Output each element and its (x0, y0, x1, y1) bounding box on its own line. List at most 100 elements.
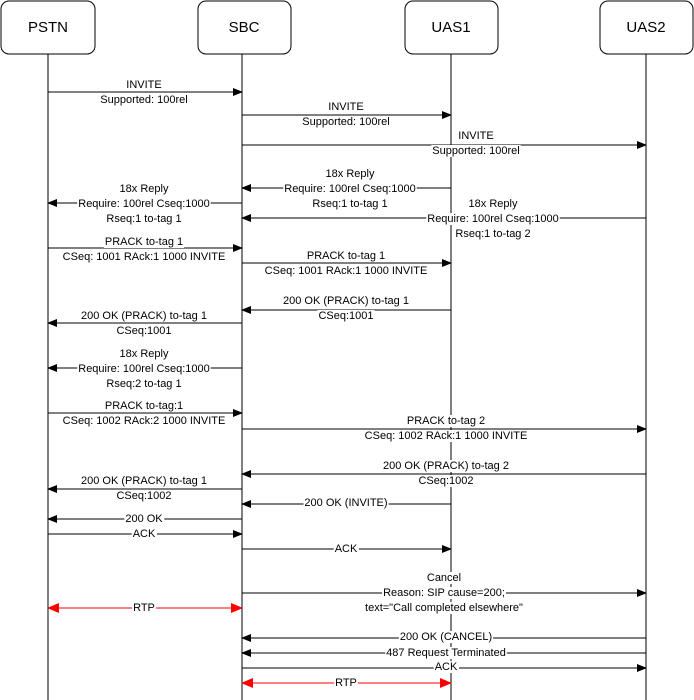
message-label: Rseq:1 to-tag 1 (106, 213, 181, 225)
message-label: CSeq: 1002 RAck:2 1000 INVITE (63, 415, 226, 427)
participant-uas2: UAS2 (599, 0, 694, 55)
message-label: text="Call completed elsewhere" (365, 602, 523, 614)
label-background (105, 378, 183, 390)
participant-uas1-label: UAS1 (431, 19, 470, 36)
message-label: CSeq:1002 (116, 490, 171, 502)
label-background (77, 198, 211, 210)
message-label: CSeq: 1002 RAck:1 1000 INVITE (365, 430, 528, 442)
message-label: CSeq: 1001 RAck:1 1000 INVITE (265, 265, 428, 277)
label-background (115, 490, 173, 502)
message-25: RTP (241, 677, 452, 689)
message-label: Reason: SIP cause=200; (383, 587, 505, 599)
label-background (77, 363, 211, 375)
label-background (311, 198, 389, 210)
label-background (61, 251, 227, 263)
label-background (333, 543, 359, 555)
label-background (103, 236, 185, 248)
label-background (317, 310, 375, 322)
message-label: 18x Reply (469, 198, 518, 210)
label-background (305, 250, 387, 262)
message-label: INVITE (126, 79, 161, 91)
label-background (99, 94, 189, 106)
label-background (324, 168, 376, 180)
message-label: RTP (335, 677, 357, 689)
participant-pstn-label: PSTN (28, 19, 68, 36)
label-background (263, 265, 429, 277)
participant-uas1: UAS1 (404, 0, 499, 55)
message-16: 200 OK (INVITE) (241, 497, 451, 509)
label-background (382, 587, 506, 599)
participant-pstn: PSTN (0, 0, 96, 55)
message-10: 200 OK (PRACK) to-tag 1 CSeq:1001 (47, 310, 242, 337)
label-background (303, 497, 389, 509)
message-label: PRACK to-tag:1 (105, 400, 183, 412)
label-background (301, 116, 391, 128)
label-background (282, 295, 410, 307)
label-background (405, 415, 487, 427)
label-background (334, 677, 358, 689)
message-label: Cancel (427, 572, 461, 584)
message-label: Require: 100rel Cseq:1000 (78, 198, 209, 210)
message-label: Rseq:1 to-tag 2 (455, 228, 530, 240)
participant-sbc-label: SBC (229, 19, 260, 36)
message-22: 200 OK (CANCEL) (241, 631, 646, 643)
label-background (417, 475, 475, 487)
message-label: RTP (133, 602, 155, 614)
message-label: 200 OK (PRACK) to-tag 1 (81, 310, 207, 322)
label-background (327, 101, 365, 113)
message-label: CSeq:1002 (418, 475, 473, 487)
label-background (132, 602, 156, 614)
message-label: 18x Reply (326, 168, 375, 180)
label-background (433, 661, 459, 673)
label-background (467, 198, 519, 210)
message-label: 200 OK (CANCEL) (400, 631, 492, 643)
label-background (382, 460, 510, 472)
label-background (363, 430, 529, 442)
message-19: ACK (242, 543, 452, 555)
message-17: 200 OK (47, 513, 242, 525)
label-background (431, 145, 521, 157)
message-label: PRACK to-tag 1 (105, 236, 183, 248)
message-label: ACK (335, 543, 358, 555)
message-label: PRACK to-tag 2 (407, 415, 485, 427)
label-background (115, 325, 173, 337)
message-label: ACK (133, 528, 156, 540)
label-background (364, 602, 525, 614)
participant-uas2-label: UAS2 (626, 19, 665, 36)
message-label: Require: 100rel Cseq:1000 (78, 363, 209, 375)
message-1: INVITE Supported: 100rel (48, 79, 243, 106)
message-21: RTP (47, 602, 243, 614)
message-label: 200 OK (INVITE) (304, 497, 387, 509)
message-label: Require: 100rel Cseq:1000 (427, 213, 558, 225)
label-background (385, 647, 507, 659)
label-background (454, 228, 532, 240)
label-background (283, 183, 417, 195)
label-background (118, 348, 170, 360)
label-background (80, 310, 208, 322)
message-label: 200 OK (125, 513, 163, 525)
label-background (457, 130, 495, 142)
message-23: 487 Request Terminated (241, 647, 646, 659)
message-label: Rseq:1 to-tag 1 (312, 198, 387, 210)
message-8: PRACK to-tag 1 CSeq: 1001 RAck:1 1000 INV… (242, 250, 452, 277)
participant-sbc: SBC (197, 0, 292, 55)
message-label: Supported: 100rel (100, 94, 187, 106)
label-background (398, 631, 494, 643)
label-background (425, 572, 463, 584)
label-background (131, 528, 157, 540)
message-24: ACK (242, 661, 647, 673)
message-label: PRACK to-tag 1 (307, 250, 385, 262)
message-label: CSeq:1001 (116, 325, 171, 337)
message-label: 18x Reply (120, 348, 169, 360)
